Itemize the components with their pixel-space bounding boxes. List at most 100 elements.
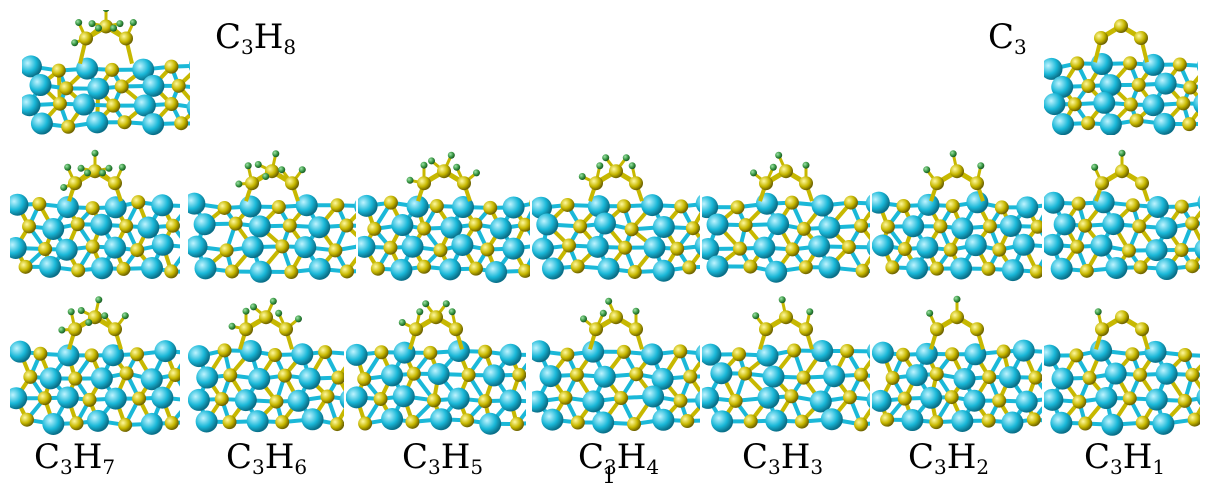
hydrogen-atom — [420, 161, 428, 169]
carbon-atom — [214, 392, 229, 407]
substrate-atom — [756, 344, 779, 367]
carbon-atom — [680, 414, 695, 429]
hydrogen-atom — [262, 172, 270, 180]
carbon-atom — [682, 260, 697, 275]
substrate-atom — [1001, 411, 1024, 434]
substrate-atom — [56, 196, 79, 219]
substrate-atom — [151, 194, 174, 217]
substrate-atom — [22, 94, 41, 117]
carbon-atom — [223, 368, 238, 383]
hydrogen-atom — [926, 309, 934, 317]
bond — [200, 66, 211, 89]
carbon-atom — [1122, 391, 1137, 406]
substrate-atom — [1051, 75, 1074, 98]
substrate-atom — [29, 74, 52, 97]
carbon-atom — [732, 241, 747, 256]
carbon-atom — [99, 19, 113, 34]
substrate-atom — [587, 195, 610, 218]
substrate-atom — [72, 93, 95, 116]
carbon-atom — [320, 389, 335, 404]
substrate-atom — [950, 257, 973, 280]
carbon-atom — [1187, 412, 1200, 427]
carbon-atom — [1069, 348, 1084, 363]
substrate-atom — [1050, 257, 1073, 280]
carbon-atom — [71, 263, 86, 278]
substrate-atom — [710, 362, 733, 385]
carbon-atom — [117, 115, 132, 130]
carbon-atom — [929, 415, 944, 430]
carbon-atom — [1174, 199, 1189, 214]
substrate-atom — [10, 340, 32, 363]
substrate-atom — [451, 234, 474, 257]
carbon-atom — [1030, 219, 1042, 234]
substrate-atom — [249, 260, 272, 283]
substrate-atom — [1044, 233, 1064, 256]
carbon-atom — [69, 416, 84, 431]
carbon-atom — [457, 176, 471, 191]
carbon-atom — [529, 199, 530, 207]
label-c3h2: C3H2 — [908, 437, 990, 479]
carbon-atom — [119, 31, 133, 46]
carbon-atom — [468, 217, 483, 232]
carbon-atom — [799, 322, 813, 337]
substrate-atom — [308, 216, 331, 239]
substrate-atom — [811, 340, 834, 363]
substrate-atom — [1051, 367, 1074, 390]
hydrogen-atom — [447, 151, 455, 159]
hydrogen-atom — [578, 172, 586, 180]
substrate-atom — [702, 386, 720, 409]
substrate-atom — [964, 234, 987, 257]
hydrogen-atom — [602, 154, 610, 162]
carbon-atom — [222, 415, 237, 430]
carbon-atom — [759, 322, 773, 337]
substrate-atom — [42, 412, 65, 435]
substrate-atom — [102, 344, 125, 367]
substrate-atom — [308, 257, 331, 280]
carbon-atom — [589, 322, 603, 337]
carbon-atom — [1095, 176, 1109, 191]
carbon-atom — [945, 347, 960, 362]
substrate-atom — [694, 236, 700, 256]
carbon-atom — [383, 195, 398, 210]
carbon-atom — [409, 322, 423, 337]
carbon-atom — [480, 242, 495, 257]
carbon-atom — [796, 221, 811, 236]
carbon-atom — [165, 218, 180, 233]
carbon-atom — [970, 322, 984, 337]
substrate-atom — [902, 215, 925, 238]
carbon-atom — [339, 218, 354, 233]
substrate-atom — [188, 60, 190, 71]
carbon-atom — [23, 369, 38, 384]
substrate-atom — [762, 365, 785, 388]
carbon-atom — [217, 343, 232, 358]
hydrogen-atom — [242, 307, 250, 315]
carbon-atom — [1182, 117, 1197, 132]
carbon-atom — [478, 344, 493, 359]
carbon-atom — [132, 391, 147, 406]
substrate-atom — [295, 194, 318, 217]
carbon-atom — [1079, 263, 1094, 278]
substrate-atom — [1146, 196, 1169, 219]
label-c3h8: C3H8 — [215, 17, 297, 59]
carbon-atom — [880, 412, 895, 427]
carbon-atom — [417, 176, 431, 191]
carbon-atom — [840, 343, 855, 358]
substrate-atom — [301, 408, 324, 431]
hydrogen-atom — [416, 308, 424, 316]
carbon-atom — [433, 243, 448, 258]
hydrogen-atom — [91, 149, 99, 157]
carbon-atom — [779, 310, 793, 325]
substrate-atom — [502, 237, 525, 260]
carbon-atom — [842, 390, 857, 405]
substrate-atom — [248, 215, 271, 238]
hydrogen-atom — [101, 312, 109, 320]
hydrogen-atom — [121, 312, 129, 320]
label-c3h3: C3H3 — [742, 437, 824, 479]
substrate-atom — [151, 386, 174, 409]
carbon-atom — [569, 367, 584, 382]
carbon-atom — [794, 414, 809, 429]
carbon-atom — [1185, 367, 1200, 382]
substrate-atom — [239, 195, 262, 218]
substrate-atom — [865, 194, 870, 213]
